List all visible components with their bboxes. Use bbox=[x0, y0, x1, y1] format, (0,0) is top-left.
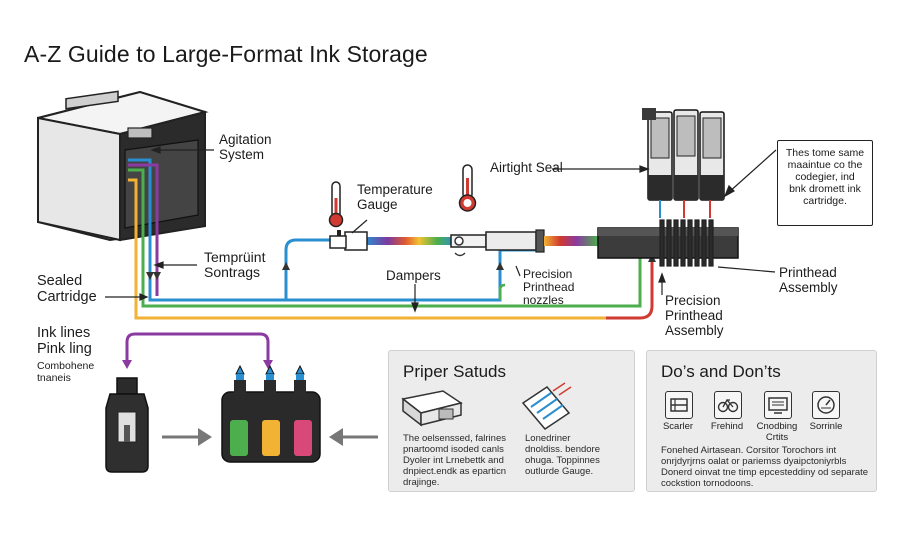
label-line: Assembly bbox=[665, 323, 724, 338]
ink-tank-illustration bbox=[221, 364, 321, 463]
panel-text-line: pnartoomd isoded canls bbox=[403, 444, 504, 455]
main-ink-tube bbox=[329, 229, 598, 257]
label-airtight-seal: Airtight Seal bbox=[490, 160, 563, 175]
panel-text-right: Lonedriner dnoldiss. bendore ohuga. Topp… bbox=[525, 433, 600, 477]
label-line: Printhead bbox=[523, 280, 575, 294]
caption-line: Frehind bbox=[710, 421, 744, 432]
icon-caption: Cnodbing Crtits bbox=[752, 421, 802, 443]
panel-text-line: dnpiect.endk as eparticn bbox=[403, 466, 506, 477]
panel-text-line: outlurde Gauge. bbox=[525, 466, 594, 477]
callout-line: codegier, ind bbox=[795, 171, 855, 183]
label-tempruint-sontrags: Temprüint Sontrags bbox=[204, 250, 265, 280]
label-line: tnaneis bbox=[37, 372, 71, 384]
printer-illustration bbox=[37, 90, 209, 242]
gauge-icon bbox=[812, 391, 840, 419]
ink-bottle-illustration bbox=[105, 377, 149, 473]
scanner-icon bbox=[665, 391, 693, 419]
label-printhead-assembly: Printhead Assembly bbox=[779, 265, 838, 295]
panel-text-line: onrjdyrjrns oalat or pariemss dyaipctoni… bbox=[661, 456, 847, 467]
icon-caption: Sorrinle bbox=[803, 421, 849, 432]
callout-line: cartridge. bbox=[803, 195, 847, 207]
bicycle-icon bbox=[714, 391, 742, 419]
label-line: Agitation bbox=[219, 132, 272, 147]
printhead-assembly bbox=[597, 108, 739, 267]
panel-title: Do’s and Don’ts bbox=[661, 362, 781, 381]
thermometer-icon bbox=[458, 164, 477, 212]
panel-text-line: Lonedriner bbox=[525, 433, 571, 444]
label-temperature-gauge: Temperature Gauge bbox=[357, 182, 433, 212]
panel-text-line: drajinge. bbox=[403, 477, 440, 488]
thermometer-icon bbox=[328, 181, 344, 228]
label-line: System bbox=[219, 147, 265, 162]
label-line: Temprüint bbox=[204, 249, 266, 265]
caption-line: Sorrinle bbox=[809, 421, 843, 432]
panel-title: Priper Satuds bbox=[403, 362, 506, 381]
label-line: Sontrags bbox=[204, 264, 261, 280]
callout-box: Thes tome same maaintue co the codegier,… bbox=[777, 140, 873, 226]
callout-line: bnk dromett ink bbox=[789, 183, 861, 195]
label-dampers: Dampers bbox=[386, 268, 441, 283]
printhead-nozzle-icon bbox=[521, 382, 572, 430]
label-line: nozzles bbox=[523, 293, 564, 307]
caption-line: Crtits bbox=[765, 432, 789, 443]
callout-line: maaintue co the bbox=[787, 159, 863, 171]
label-agitation-system: Agitation System bbox=[219, 132, 272, 162]
label-precision-nozzles: Precision Printhead nozzles bbox=[523, 268, 574, 307]
label-precision-printhead-assembly: Precision Printhead Assembly bbox=[665, 293, 724, 338]
label-line: Sealed bbox=[37, 273, 83, 289]
panel-text-line: cockstion tornodoons. bbox=[661, 478, 754, 489]
panel-text-line: Donerd oinvat tne timp epcesteddiny od s… bbox=[661, 467, 869, 478]
caption-line: Cnodbing bbox=[756, 421, 798, 432]
leader-lines bbox=[105, 146, 777, 313]
label-line: Precision bbox=[523, 267, 573, 281]
label-line: Temperature bbox=[357, 182, 433, 197]
label-line: Printhead bbox=[665, 308, 723, 323]
panel-text-line: ohuga. Toppinnes bbox=[525, 455, 600, 466]
label-line: Cartridge bbox=[37, 289, 97, 305]
panel-right-text: Fonehed Airtasean. Corsitor Torochors in… bbox=[661, 445, 868, 489]
icon-caption: Frehind bbox=[704, 421, 750, 432]
caption-line: Scarler bbox=[662, 421, 694, 432]
label-line: Combohene bbox=[37, 360, 95, 372]
panel-text-line: The oelsenssed, falrines bbox=[403, 433, 506, 444]
panel-text-left: The oelsenssed, falrines pnartoomd isode… bbox=[403, 433, 506, 488]
icon-caption: Scarler bbox=[655, 421, 701, 432]
panel-dos-donts: Do’s and Don’ts Scarler Frehind Cnodbing… bbox=[646, 350, 877, 492]
panel-text-line: dnoldiss. bendore bbox=[525, 444, 600, 455]
page-title: A-Z Guide to Large-Format Ink Storage bbox=[24, 41, 428, 67]
panel-text-line: Fonehed Airtasean. Corsitor Torochors in… bbox=[661, 445, 837, 456]
ink-cartridges bbox=[642, 108, 725, 218]
label-line: Gauge bbox=[357, 197, 398, 212]
monitor-icon bbox=[764, 391, 792, 419]
flow-arrows bbox=[162, 428, 378, 446]
panel-text-line: Dyoler int Lrnebettk and bbox=[403, 455, 504, 466]
callout-line: Thes tome same bbox=[785, 147, 865, 159]
label-line: Ink lines bbox=[37, 325, 91, 341]
panel-proper-status: Priper Satuds The oelsenssed, falrines p… bbox=[388, 350, 635, 492]
label-ink-lines: Ink lines Pink ling bbox=[37, 325, 92, 357]
label-line: Precision bbox=[665, 293, 721, 308]
label-line: Printhead bbox=[779, 265, 837, 280]
label-sealed-cartridge: Sealed Cartridge bbox=[37, 273, 97, 305]
label-line: Pink ling bbox=[37, 341, 92, 357]
cartridge-sketch-icon bbox=[401, 390, 463, 427]
label-combohene: Combohene tnaneis bbox=[37, 360, 94, 384]
label-line: Assembly bbox=[779, 280, 838, 295]
